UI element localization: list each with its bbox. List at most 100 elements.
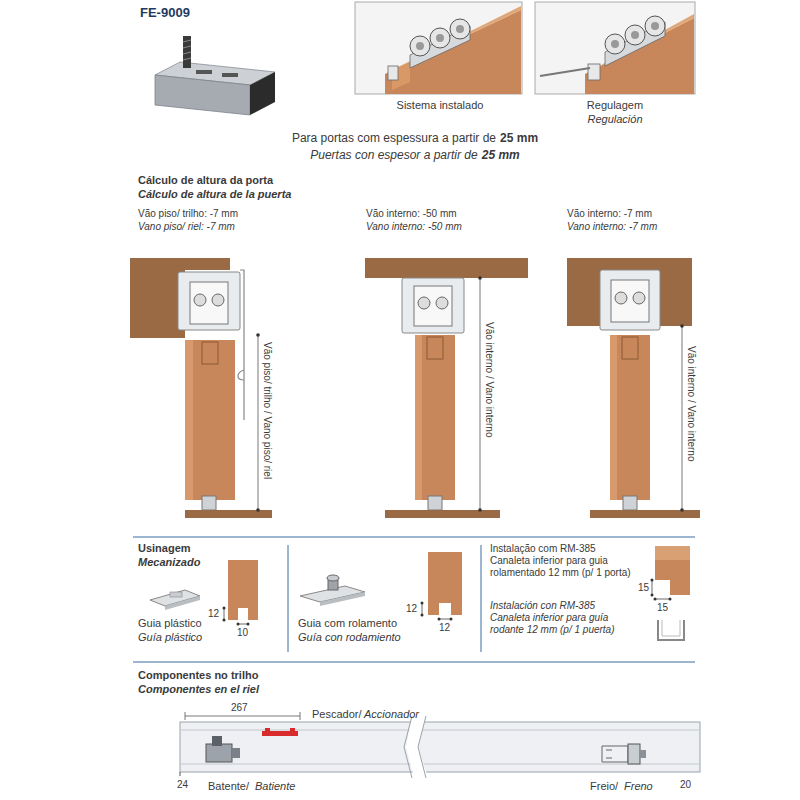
height-rule: Vão interno: -50 mm [366, 208, 457, 220]
adjustment-view [631, 31, 639, 39]
channel-profile [651, 579, 654, 582]
text-row: Para portas com espessura a partir de 25 … [292, 131, 538, 146]
door-section-internal-50 [415, 335, 422, 500]
dimension: 10 [237, 627, 248, 639]
view-caption: Regulagem [587, 98, 643, 112]
height-rule: Vano interno: -7 mm [567, 221, 657, 233]
product-hardware [183, 52, 191, 54]
rail-components [180, 712, 700, 778]
rail-components [180, 764, 700, 765]
dimension: 20 [680, 779, 691, 791]
rail-components [232, 748, 240, 758]
dimension-label: Vão interno / Vano interno [685, 346, 697, 461]
door-section-floor-rail [130, 258, 272, 518]
rail-components [265, 728, 270, 732]
door-section-internal-50 [415, 335, 455, 500]
product-hardware [196, 70, 212, 74]
dimension-label: Vão interno / Vano interno [483, 322, 495, 437]
product-hardware [183, 58, 191, 60]
door-section-floor-rail [256, 333, 260, 337]
rail-components [602, 746, 628, 762]
channel-profile [658, 620, 684, 640]
door-section-floor-rail [238, 370, 244, 380]
door-section-internal-7 [610, 335, 617, 500]
roller-guide-part [327, 575, 339, 581]
door-section-internal-50 [427, 337, 443, 359]
installed-view [385, 10, 521, 94]
dimension: 15 [638, 582, 649, 594]
door-section-internal-50 [418, 297, 430, 309]
rail-components [185, 716, 300, 717]
product-code: FE-9009 [140, 5, 190, 21]
door-section-internal-50 [414, 286, 452, 326]
product-hardware [183, 46, 191, 48]
dimension: 25 mm [482, 148, 520, 163]
adjustment-view [585, 14, 694, 74]
installed-view [456, 25, 464, 33]
section-divider [288, 545, 289, 652]
height-rule: Vão interno: -7 mm [567, 208, 652, 220]
dimension: 25 mm [500, 131, 538, 146]
plastic-guide-part [165, 596, 200, 610]
door-section-internal-50 [480, 278, 481, 510]
part-name: Batiente [255, 779, 295, 793]
rail-components [212, 736, 222, 746]
door-section-internal-50 [365, 258, 528, 518]
channel-profile [669, 598, 672, 601]
door-section-floor-rail [178, 272, 240, 330]
section-heading: Usinagem [138, 541, 191, 555]
thickness-note: Para portas com espessura a partir de [292, 131, 496, 146]
groove-profile [223, 560, 259, 626]
door-section-internal-7 [611, 280, 649, 322]
rail-components [418, 716, 426, 778]
product-hardware [155, 75, 250, 115]
door-section-floor-rail [185, 340, 193, 500]
door-section-floor-rail [258, 335, 259, 510]
groove-profile [422, 603, 423, 615]
door-section-internal-7 [680, 508, 684, 512]
installed-view [388, 66, 398, 80]
section-heading: Cálculo de altura de la puerta [138, 187, 291, 201]
view-caption: Regulación [587, 112, 642, 126]
part-name: Guía plástico [138, 630, 202, 644]
door-section-floor-rail [240, 270, 244, 420]
installed-view [355, 2, 522, 94]
product-hardware [222, 73, 238, 77]
adjustment-view [588, 64, 600, 80]
adjustment-view [585, 18, 694, 94]
door-section-internal-50 [436, 297, 448, 309]
door-section-floor-rail [185, 340, 235, 500]
door-section-floor-rail [130, 258, 185, 338]
section-divider [133, 661, 695, 662]
rail-components [290, 728, 295, 732]
door-section-internal-50 [402, 278, 464, 333]
groove-profile [237, 623, 240, 626]
door-section-floor-rail [185, 258, 230, 270]
channel-profile [662, 620, 680, 636]
part-name: Freno [624, 779, 653, 793]
installed-view [355, 2, 522, 94]
installed-view [450, 19, 470, 39]
height-rule: Vano interno: -50 mm [366, 221, 462, 233]
installed-view [416, 42, 424, 50]
door-section-internal-7 [567, 258, 700, 518]
product-hardware [183, 36, 191, 68]
groove-profile [450, 618, 453, 621]
groove-profile [421, 614, 424, 617]
door-section-internal-7 [567, 258, 692, 326]
rail-components [185, 712, 186, 720]
section-heading: Componentes en el riel [138, 682, 259, 696]
door-section-internal-50 [385, 510, 500, 518]
groove-profile [438, 618, 441, 621]
channel-profile [655, 560, 690, 595]
plastic-guide-part [150, 590, 200, 610]
dimension: 12 [208, 608, 219, 620]
dimension: 24 [177, 779, 188, 791]
groove-profile [223, 619, 226, 622]
door-section-floor-rail [256, 508, 260, 512]
rail-components [300, 712, 301, 720]
door-section-floor-rail [212, 294, 224, 306]
part-name: Guia plástico [138, 616, 202, 630]
part-name: Guia com rolamento [298, 616, 397, 630]
roller-guide-part [300, 575, 365, 606]
